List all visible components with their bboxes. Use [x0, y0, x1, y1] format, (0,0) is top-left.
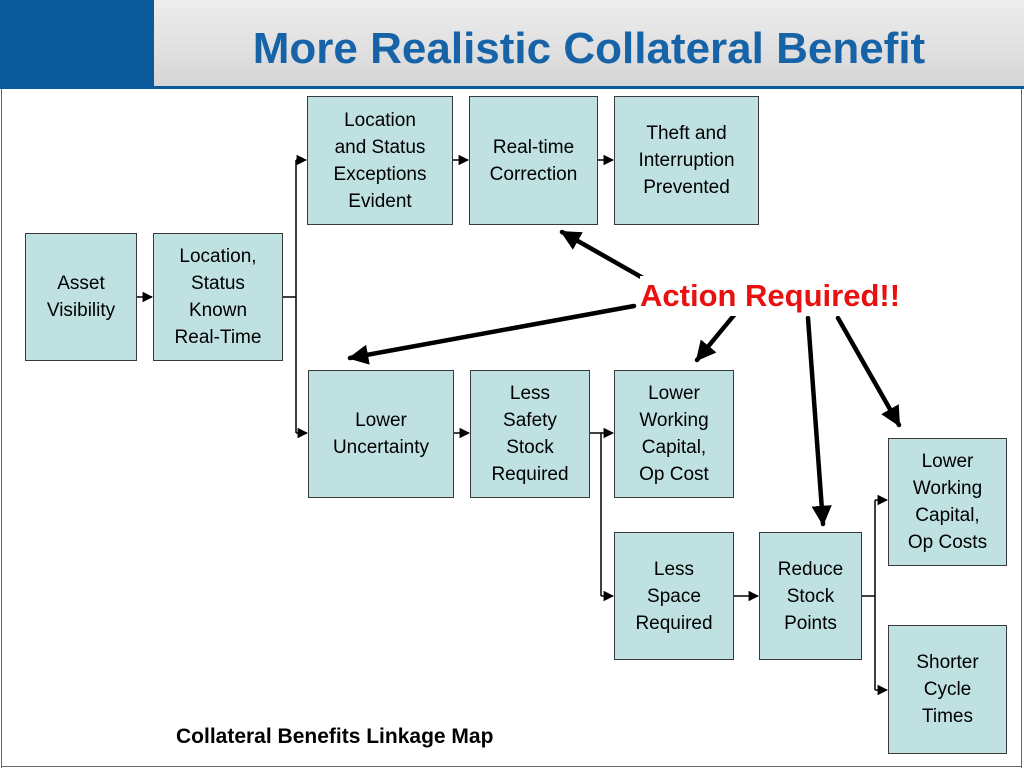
- header-accent-block: [0, 0, 154, 86]
- node-lower-working-capital-op-cost: Lower Working Capital, Op Cost: [614, 370, 734, 498]
- node-label: Less Space Required: [635, 558, 713, 634]
- node-location-status-exceptions: Location and Status Exceptions Evident: [307, 96, 453, 225]
- node-label: Real-time Correction: [489, 136, 578, 185]
- diagram-caption: Collateral Benefits Linkage Map: [176, 725, 494, 748]
- header-divider: [0, 86, 1024, 89]
- node-label: Less Safety Stock Required: [491, 383, 569, 485]
- node-label: Theft and Interruption Prevented: [638, 123, 735, 198]
- node-lower-working-capital-op-costs: Lower Working Capital, Op Costs: [888, 438, 1007, 566]
- action-required-label: Action Required!!: [640, 276, 990, 316]
- frame-border-right: [1021, 89, 1022, 768]
- node-lower-uncertainty: Lower Uncertainty: [308, 370, 454, 498]
- node-label: Reduce Stock Points: [777, 558, 844, 634]
- connector-safety-stock-branch: [590, 432, 602, 596]
- node-reduce-stock-points: Reduce Stock Points: [759, 532, 862, 660]
- node-less-space-required: Less Space Required: [614, 532, 734, 660]
- node-theft-prevented: Theft and Interruption Prevented: [614, 96, 759, 225]
- node-shorter-cycle-times: Shorter Cycle Times: [888, 625, 1007, 754]
- node-realtime-correction: Real-time Correction: [469, 96, 598, 225]
- node-label: Shorter Cycle Times: [916, 652, 979, 727]
- frame-border-bottom: [1, 766, 1022, 767]
- action-arrow-to-reduce-stock-points: [805, 315, 832, 527]
- node-label: Lower Working Capital, Op Costs: [907, 451, 988, 553]
- node-label: Location, Status Known Real-Time: [174, 246, 262, 348]
- node-label: Lower Working Capital, Op Cost: [639, 383, 709, 485]
- node-less-safety-stock: Less Safety Stock Required: [470, 370, 590, 498]
- action-arrow-to-realtime-correction: [559, 229, 653, 285]
- action-arrow-to-lower-working-capital-op-costs: [835, 315, 902, 428]
- frame-border-left: [1, 89, 2, 768]
- slide-header: [0, 0, 1024, 86]
- action-arrow-to-lower-uncertainty: [347, 303, 637, 365]
- node-label: Location and Status Exceptions Evident: [333, 109, 427, 212]
- slide-title: More Realistic Collateral Benefit: [252, 24, 926, 73]
- action-arrow-to-lower-working-capital: [694, 311, 738, 363]
- node-asset-visibility: Asset Visibility: [25, 233, 137, 361]
- node-location-status-known: Location, Status Known Real-Time: [153, 233, 283, 361]
- node-label: Asset Visibility: [46, 273, 116, 321]
- node-label: Lower Uncertainty: [332, 410, 430, 458]
